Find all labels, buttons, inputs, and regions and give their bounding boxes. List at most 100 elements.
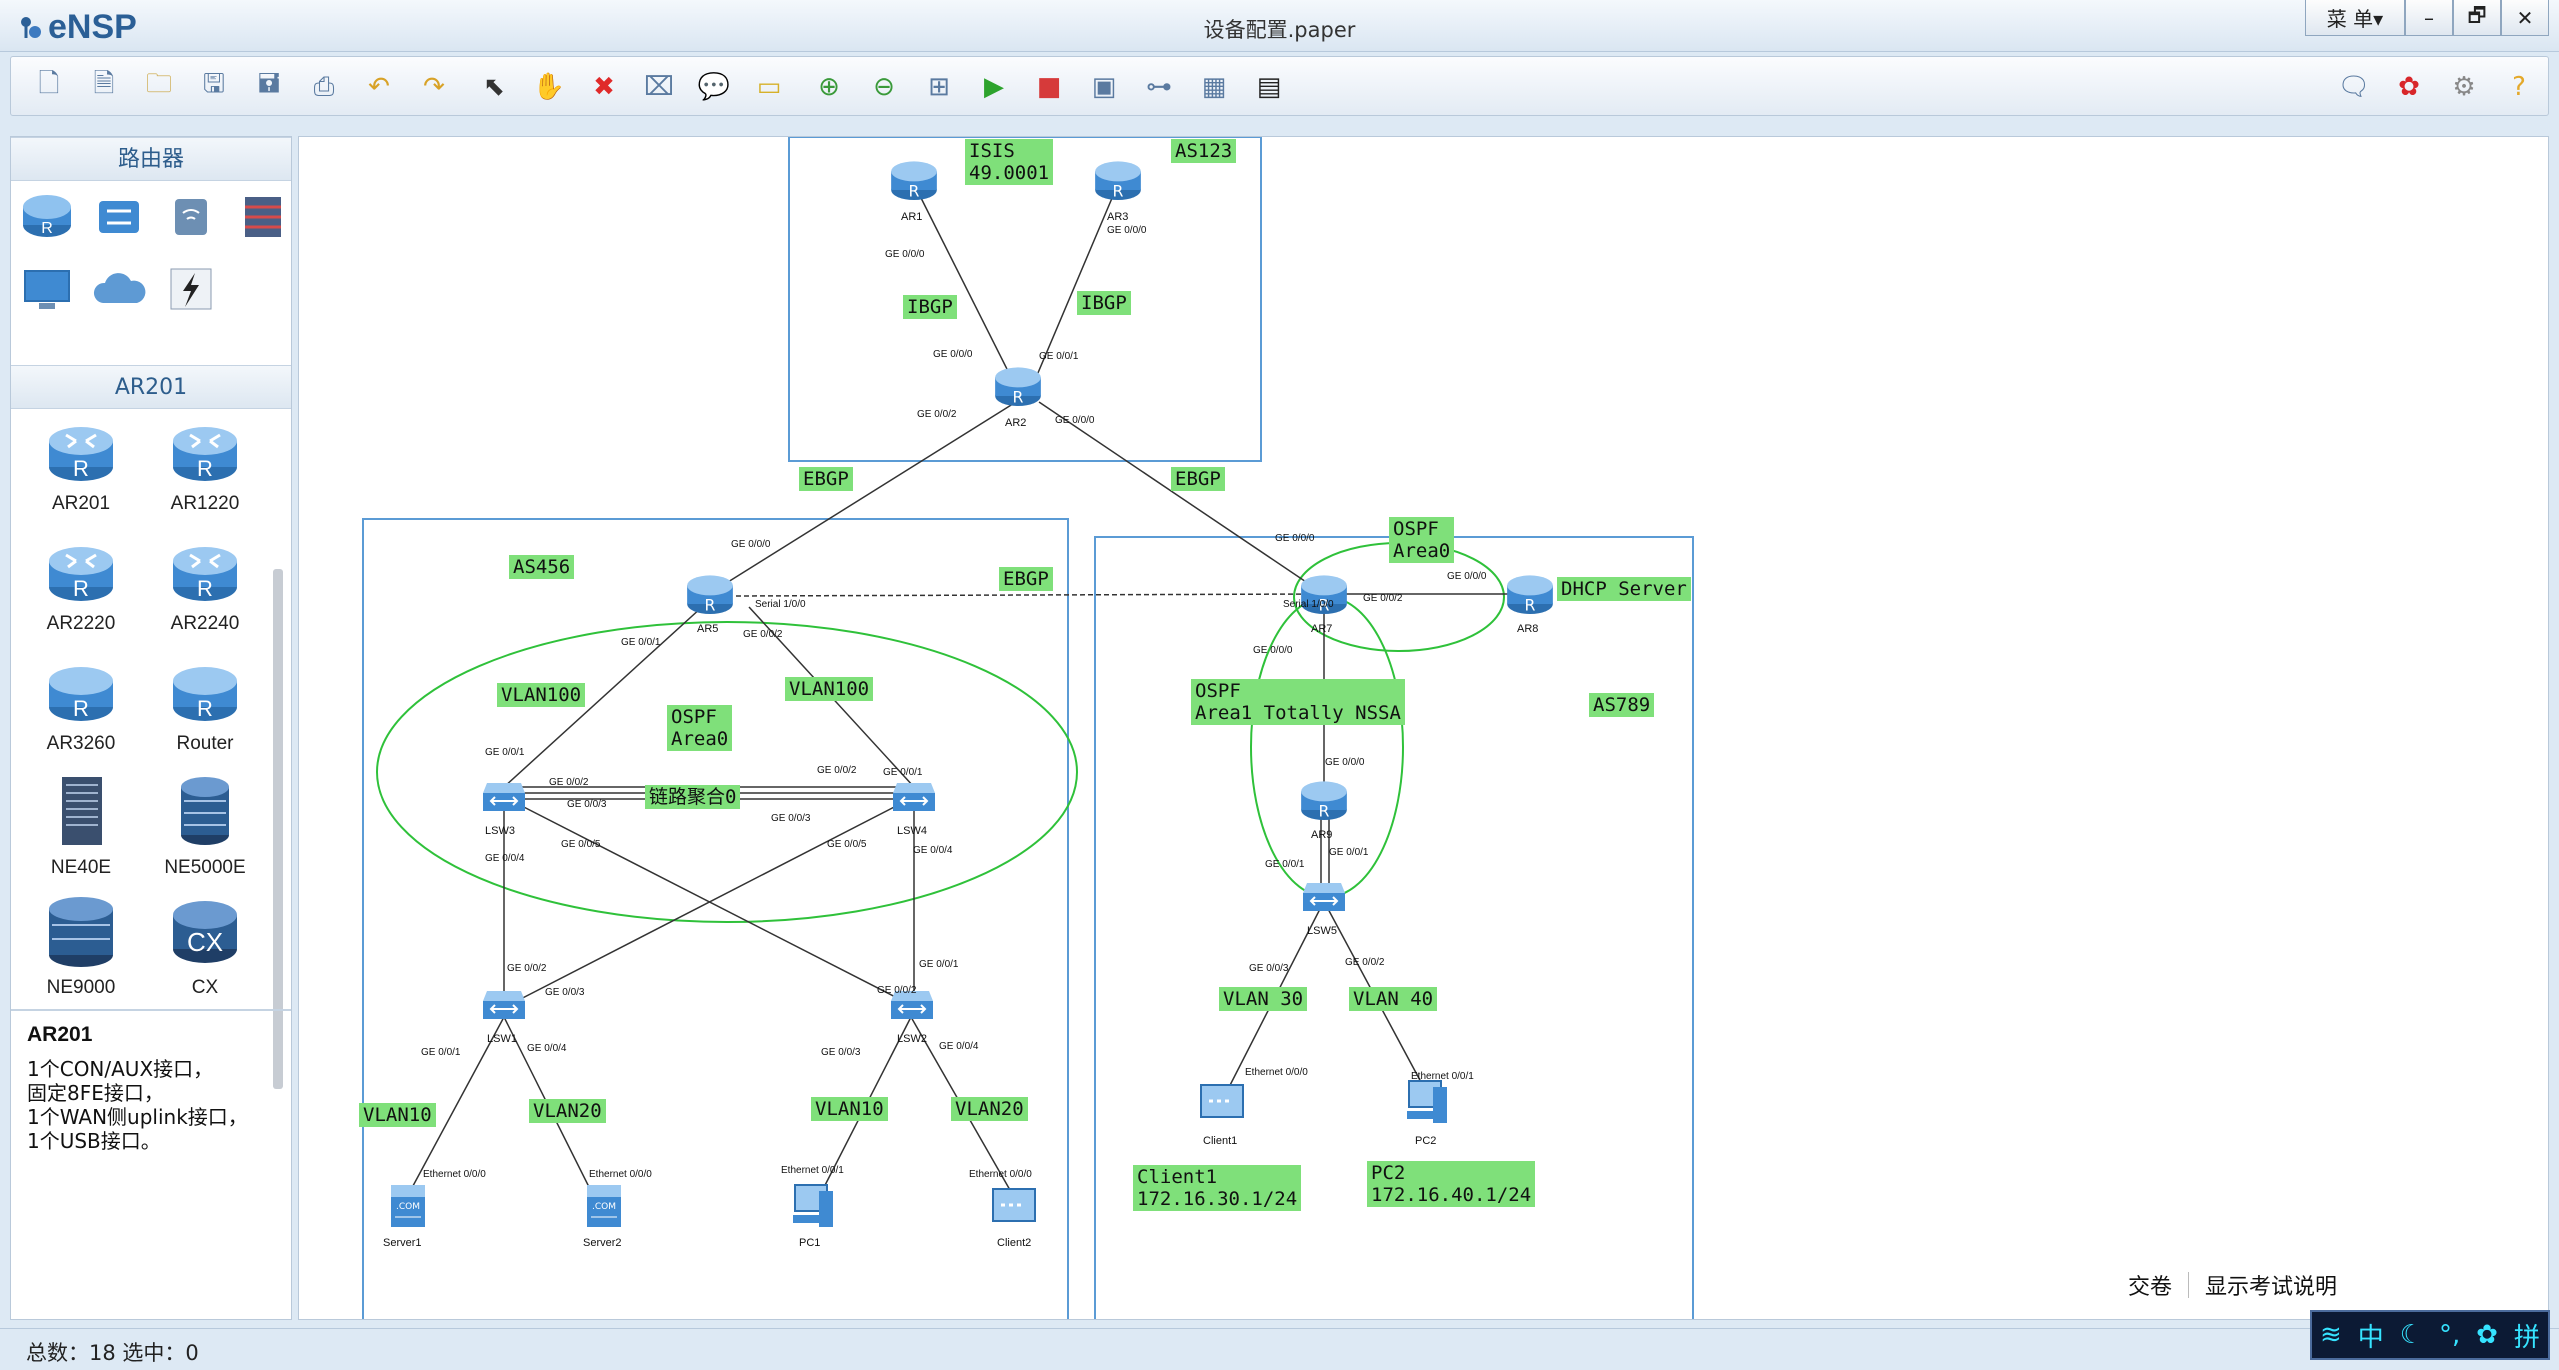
port-label: GE 0/0/1 (883, 767, 923, 778)
port-label: Ethernet 0/0/0 (1245, 1067, 1308, 1078)
switch-lsw5[interactable] (1301, 875, 1347, 915)
capture-icon[interactable]: ▣ (1091, 72, 1117, 102)
port-label: Ethernet 0/0/0 (969, 1169, 1032, 1180)
ime-settings-icon[interactable]: ✿ (2476, 1320, 2498, 1350)
print-icon[interactable]: ⎙ (313, 71, 335, 102)
new-file-icon[interactable]: 🗋 (38, 69, 60, 99)
topology-icon[interactable]: ⊶ (1146, 72, 1172, 102)
port-label: GE 0/0/2 (549, 777, 589, 788)
device-ar201[interactable]: R AR201 (21, 421, 141, 515)
client-client2[interactable] (989, 1181, 1039, 1231)
router-ar1[interactable]: R (889, 157, 939, 203)
save-icon[interactable]: 🖫 (202, 69, 226, 99)
device-list-scrollbar[interactable] (273, 569, 283, 1089)
description-line: 1个USB接口。 (27, 1129, 161, 1153)
switch-lsw4[interactable] (891, 775, 937, 815)
port-label: GE 0/0/3 (567, 799, 607, 810)
router-ar3[interactable]: R (1093, 157, 1143, 203)
huawei-icon[interactable]: ✿ (2398, 72, 2420, 102)
switch-category-icon[interactable] (91, 189, 147, 241)
port-label: GE 0/0/4 (913, 845, 953, 856)
switch-lsw1[interactable] (481, 983, 527, 1023)
save-as-icon[interactable]: 🖬 (257, 69, 281, 99)
pc-pc2[interactable] (1403, 1077, 1453, 1127)
svg-text:R: R (73, 456, 89, 481)
undo-icon[interactable]: ↶ (368, 72, 390, 102)
connection-category-icon[interactable] (163, 263, 219, 315)
ime-moon-icon[interactable]: ☾ (2399, 1320, 2423, 1350)
device-cx[interactable]: CX CX (145, 893, 265, 999)
device-ne40e[interactable]: NE40E (21, 773, 141, 879)
router-ar2[interactable]: R (993, 363, 1043, 409)
ospf-area0-ellipse (376, 621, 1078, 923)
fit-icon[interactable]: ⊞ (928, 72, 950, 102)
device-router[interactable]: R Router (145, 661, 265, 755)
device-name: PC1 (799, 1237, 821, 1249)
rectangle-icon[interactable]: ▭ (756, 72, 782, 102)
settings-icon[interactable]: ⚙ (2452, 72, 2476, 102)
label-ibgp: IBGP (1077, 291, 1131, 315)
server-server2[interactable]: .COM (581, 1181, 627, 1231)
grid-icon[interactable]: ▦ (1201, 72, 1227, 102)
minimize-button[interactable]: – (2405, 0, 2453, 36)
delete-link-icon[interactable]: ⌧ (644, 72, 674, 102)
client-client1[interactable] (1197, 1077, 1247, 1127)
select-icon[interactable]: ⬉ (483, 72, 505, 102)
device-ar2220[interactable]: R AR2220 (21, 541, 141, 635)
zoom-in-icon[interactable]: ⊕ (818, 72, 840, 102)
svg-text:R: R (1013, 387, 1024, 406)
ime-language[interactable]: 中 (2357, 1322, 2384, 1353)
label-vlan100: VLAN100 (785, 677, 874, 701)
restore-button[interactable]: 🗗 (2453, 0, 2501, 36)
device-ar3260[interactable]: R AR3260 (21, 661, 141, 755)
svg-text:CX: CX (187, 927, 223, 957)
window-controls: 菜 单▾ – 🗗 ✕ (2305, 0, 2549, 36)
redo-icon[interactable]: ↷ (423, 72, 445, 102)
ime-pinyin-icon[interactable]: 拼 (2513, 1322, 2540, 1353)
device-ar2240[interactable]: R AR2240 (145, 541, 265, 635)
switch-lsw3[interactable] (481, 775, 527, 815)
label-isis: ISIS 49.0001 (965, 139, 1054, 185)
help-icon[interactable]: ? (2512, 72, 2526, 102)
device-ar1220[interactable]: R AR1220 (145, 421, 265, 515)
pc-pc1[interactable] (789, 1181, 839, 1231)
device-name: AR7 (1311, 623, 1333, 635)
cloud-category-icon[interactable] (91, 263, 147, 315)
server-server1[interactable]: .COM (385, 1181, 431, 1231)
device-label: CX (191, 977, 219, 998)
router-ar8[interactable]: R (1505, 571, 1555, 617)
device-ne5000e[interactable]: NE5000E (145, 773, 265, 879)
close-button[interactable]: ✕ (2501, 0, 2549, 36)
description-line: 固定8FE接口， (27, 1081, 164, 1105)
router-ar7[interactable]: R (1299, 571, 1349, 617)
open-icon[interactable]: 🗀 (145, 69, 172, 99)
delete-icon[interactable]: ✖ (593, 72, 615, 102)
topology-canvas[interactable]: R R R R R R R .COM .COM AR1 AR3 AR2 AR5 … (298, 136, 2549, 1320)
zoom-out-icon[interactable]: ⊖ (873, 72, 895, 102)
new-topology-icon[interactable]: 🗎 (93, 69, 115, 99)
router-ar9[interactable]: R (1299, 777, 1349, 823)
router-category-icon[interactable]: R (19, 189, 75, 241)
stop-icon[interactable]: ■ (1036, 72, 1062, 102)
port-label: GE 0/0/0 (1055, 415, 1095, 426)
start-icon[interactable]: ▶ (984, 72, 1004, 102)
port-label: GE 0/0/0 (731, 539, 771, 550)
switch-lsw2[interactable] (889, 983, 935, 1023)
wireless-category-icon[interactable] (163, 189, 219, 241)
router-icon: R (173, 547, 237, 601)
ime-punct-icon[interactable]: °, (2438, 1320, 2461, 1350)
text-icon[interactable]: 💬 (697, 72, 731, 102)
port-label: GE 0/0/0 (1447, 571, 1487, 582)
port-label: GE 0/0/2 (507, 963, 547, 974)
device-ne9000[interactable]: NE9000 (21, 893, 141, 999)
firewall-category-icon[interactable] (235, 189, 291, 241)
ime-toolbar[interactable]: ≋ 中 ☾ °, ✿ 拼 (2310, 1310, 2550, 1360)
router-ar5[interactable]: R (685, 571, 735, 617)
chat-icon[interactable]: 🗨 (2337, 72, 2371, 102)
submit-exam-button[interactable]: 交卷 (2127, 1275, 2172, 1300)
cli-icon[interactable]: ▤ (1256, 72, 1282, 102)
menu-button[interactable]: 菜 单▾ (2305, 0, 2405, 36)
pan-hand-icon[interactable]: ✋ (532, 72, 566, 102)
pc-category-icon[interactable] (19, 263, 75, 315)
show-exam-info-button[interactable]: 显示考试说明 (2204, 1275, 2337, 1300)
